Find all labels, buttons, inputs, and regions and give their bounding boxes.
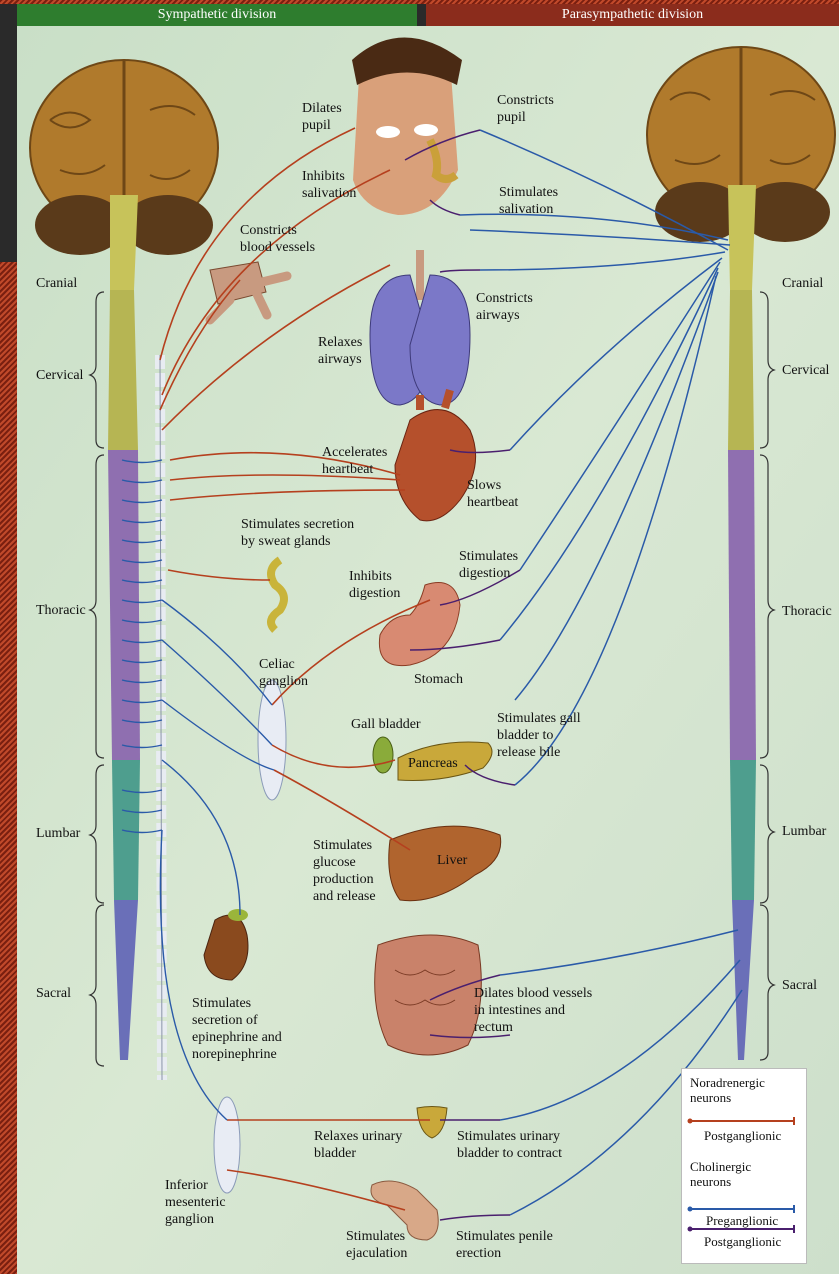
label-inhibits-salivation: Inhibits salivation (302, 168, 356, 202)
legend-preganglionic: Preganglionic (706, 1213, 778, 1228)
left-label-cervical: Cervical (36, 368, 83, 384)
label-pancreas: Pancreas (408, 755, 458, 772)
label-dilates-pupil: Dilates pupil (302, 100, 342, 134)
right-label-cervical: Cervical (782, 363, 829, 379)
label-inhibits-digestion: Inhibits digestion (349, 568, 400, 602)
right-label-sacral: Sacral (782, 978, 817, 994)
label-accelerates-heartbeat: Accelerates heartbeat (322, 444, 387, 478)
label-gall-bladder: Gall bladder (351, 716, 421, 733)
label-erection: Stimulates penile erection (456, 1228, 553, 1262)
parasympathetic-division-header: Parasympathetic division (426, 4, 839, 26)
legend-postganglionic-noradrenergic: Postganglionic (704, 1128, 781, 1143)
label-dilates-blood-vessels: Dilates blood vessels in intestines and … (474, 985, 592, 1036)
label-epinephrine: Stimulates secretion of epinephrine and … (192, 995, 282, 1063)
left-label-lumbar: Lumbar (36, 826, 80, 842)
legend-postganglionic-cholinergic: Postganglionic (704, 1234, 781, 1249)
label-stimulates-digestion: Stimulates digestion (459, 548, 518, 582)
label-constricts-blood-vessels: Constricts blood vessels (240, 222, 315, 256)
left-label-thoracic: Thoracic (36, 603, 86, 619)
label-glucose: Stimulates glucose production and releas… (313, 837, 376, 905)
label-constricts-airways: Constricts airways (476, 290, 533, 324)
label-relaxes-bladder: Relaxes urinary bladder (314, 1128, 402, 1162)
label-stimulates-gall-bladder: Stimulates gall bladder to release bile (497, 710, 581, 761)
label-inferior-ganglion: Inferior mesenteric ganglion (165, 1177, 226, 1228)
legend-box: Noradrenergic neurons Postganglionic Cho… (681, 1068, 807, 1264)
right-label-thoracic: Thoracic (782, 604, 832, 620)
face-organ (352, 38, 462, 216)
label-liver: Liver (437, 852, 467, 869)
label-celiac-ganglion: Celiac ganglion (259, 656, 308, 690)
left-label-sacral: Sacral (36, 986, 71, 1002)
label-sweat-glands: Stimulates secretion by sweat glands (241, 516, 354, 550)
label-stimulates-bladder: Stimulates urinary bladder to contract (457, 1128, 562, 1162)
left-label-cranial: Cranial (36, 276, 77, 292)
label-stimulates-salivation: Stimulates salivation (499, 184, 558, 218)
top-left-dark-panel (0, 4, 17, 262)
label-ejaculation: Stimulates ejaculation (346, 1228, 407, 1262)
label-stomach: Stomach (414, 671, 463, 688)
label-constricts-pupil: Constricts pupil (497, 92, 554, 126)
label-slows-heartbeat: Slows heartbeat (467, 477, 518, 511)
right-label-lumbar: Lumbar (782, 824, 826, 840)
legend-cholinergic-label: Cholinergic neurons (690, 1159, 751, 1189)
sympathetic-division-header: Sympathetic division (17, 4, 417, 26)
celiac-ganglion (258, 680, 286, 800)
right-label-cranial: Cranial (782, 276, 823, 292)
label-relaxes-airways: Relaxes airways (318, 334, 362, 368)
